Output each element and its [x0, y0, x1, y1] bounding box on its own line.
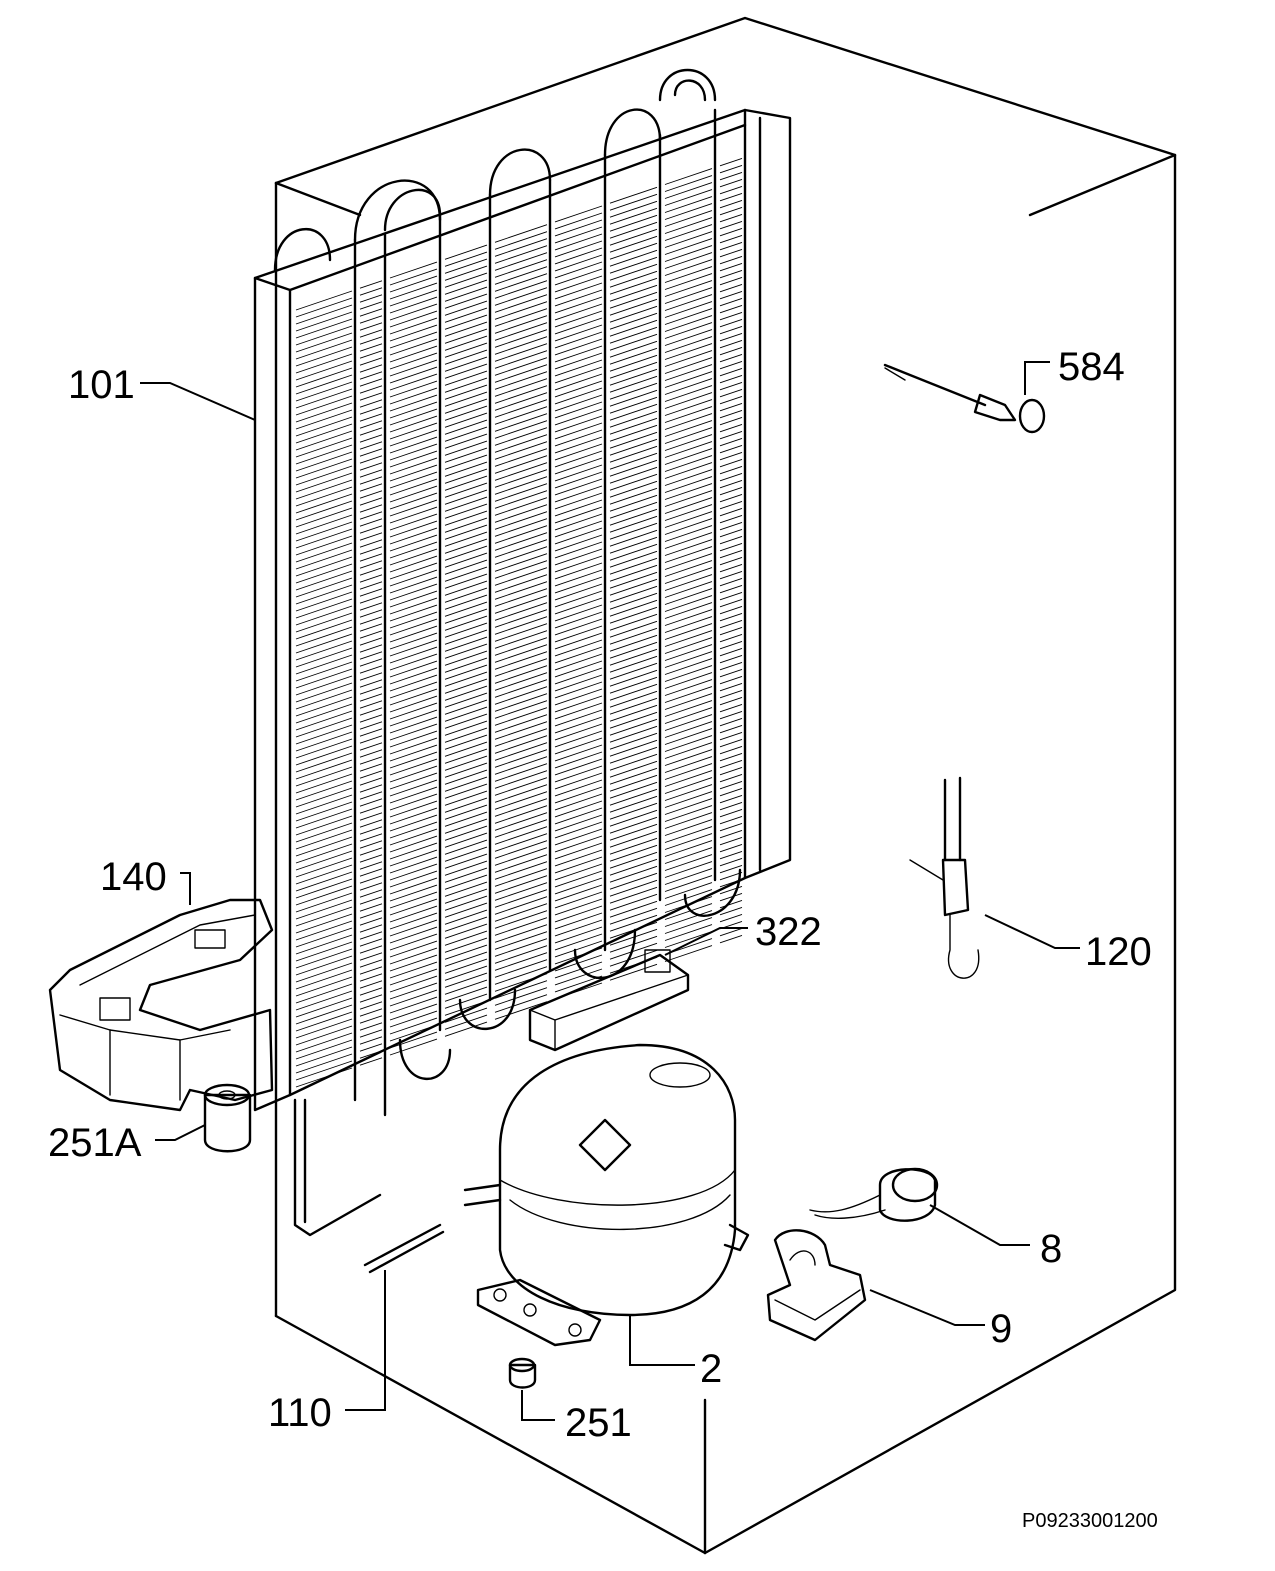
drawing-reference: P09233001200 [1022, 1510, 1158, 1532]
tube [363, 1223, 445, 1274]
starter-relay [766, 1229, 867, 1342]
filter-dryer [909, 776, 980, 979]
cabinet-body [274, 16, 1177, 1555]
callout-9: 9 [990, 1307, 1012, 1351]
callout-2: 2 [700, 1347, 722, 1391]
callout-584: 584 [1058, 345, 1125, 389]
callout-251: 251 [565, 1401, 632, 1445]
thermostat-sensor [883, 363, 1046, 434]
callout-120: 120 [1085, 930, 1152, 974]
suction-tube [293, 1098, 382, 1237]
callout-8: 8 [1040, 1227, 1062, 1271]
callout-251a: 251A [48, 1121, 142, 1165]
grommet-251 [508, 1357, 537, 1389]
overload-protector [809, 1167, 939, 1222]
callout-101: 101 [68, 363, 135, 407]
condenser-fins [295, 157, 743, 1088]
callout-322: 322 [755, 910, 822, 954]
leader-lines [140, 361, 1080, 1421]
grommet-251a [203, 1083, 252, 1153]
callout-140: 140 [100, 855, 167, 899]
condenser [253, 68, 792, 1117]
compressor [463, 1043, 750, 1347]
callout-labels: 101 584 140 322 120 251A 8 9 2 110 251 P… [48, 345, 1158, 1532]
bracket [528, 949, 690, 1052]
drip-tray [48, 898, 274, 1112]
callout-110: 110 [268, 1391, 332, 1435]
